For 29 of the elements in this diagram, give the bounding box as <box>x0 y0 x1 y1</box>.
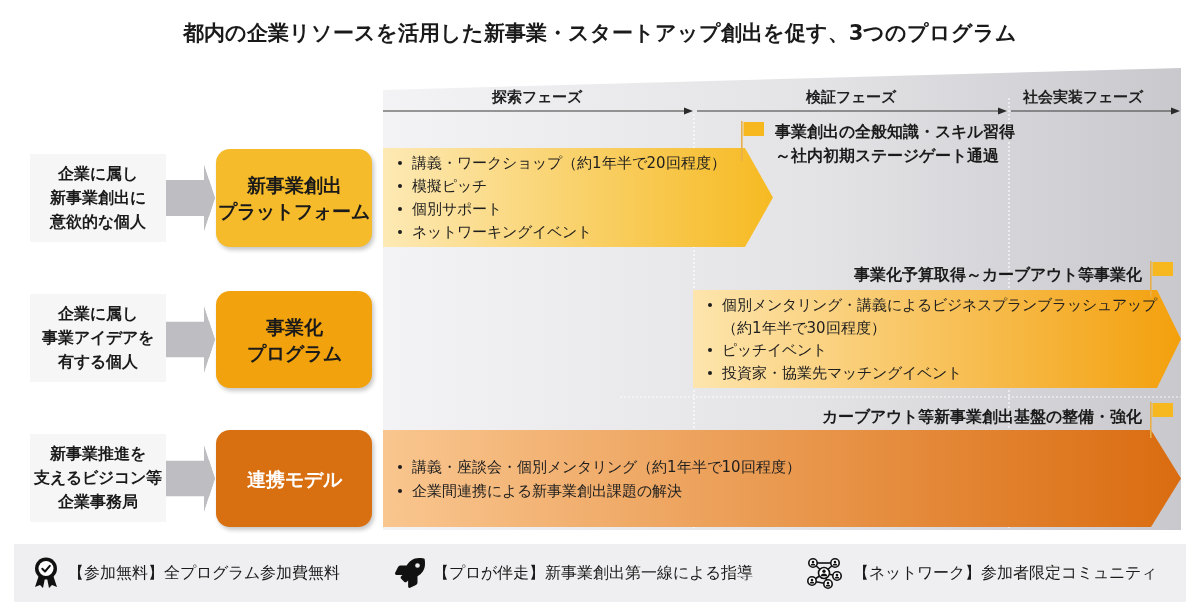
chevron-band <box>693 290 1181 388</box>
feature-text: 【プロが伴走】新事業創出第一線による指導 <box>433 562 753 584</box>
phase-label: 探索フェーズ <box>492 87 582 108</box>
bullet-item: 講義・座談会・個別メンタリング（約1年半で10回程度） <box>395 454 801 479</box>
audience-text: 企業に属し事業アイデアを有する個人 <box>30 294 166 382</box>
audience-text: 新事業推進を支えるビジコン等企業事務局 <box>30 434 166 522</box>
bullet-item: 模擬ピッチ <box>395 174 487 198</box>
bullet-item: 企業間連携による新事業創出課題の解決 <box>395 478 682 503</box>
chevron-band <box>383 430 1181 527</box>
milestone-text: 事業創出の全般知識・スキル習得～社内初期ステージゲート通過 <box>775 121 1015 167</box>
bullet-item: 投資家・協業先マッチングイベント <box>705 361 962 384</box>
feature-text: 【参加無料】全プログラム参加費無料 <box>68 562 340 584</box>
bullet-item: ネットワーキングイベント <box>395 220 592 244</box>
bullet-item: 講義・ワークショップ（約1年半で20回程度） <box>395 151 726 175</box>
program-box: 連携モデル <box>216 430 372 527</box>
milestone-text: カーブアウト等新事業創出基盤の整備・強化 <box>822 406 1142 428</box>
title: 都内の企業リソースを活用した新事業・スタートアップ創出を促す、3つのプログラム <box>182 20 1018 47</box>
feature-text: 【ネットワーク】参加者限定コミュニティ <box>853 562 1157 584</box>
bullet-item: 個別メンタリング・講義によるビジネスプランブラッシュアップ（約1年半で30回程度） <box>705 294 1157 339</box>
block-arrow <box>166 164 215 232</box>
program-box: 事業化プログラム <box>216 291 372 388</box>
phase-label: 検証フェーズ <box>806 87 896 108</box>
audience-text: 企業に属し新事業創出に意欲的な個人 <box>30 154 166 242</box>
bullet-item: ピッチイベント <box>705 339 827 362</box>
phase-label: 社会実装フェーズ <box>1023 87 1143 108</box>
program-box: 新事業創出プラットフォーム <box>216 149 372 247</box>
milestone-text: 事業化予算取得～カーブアウト等事業化 <box>854 264 1142 286</box>
bullet-item: 個別サポート <box>395 197 502 221</box>
chevron-band <box>383 148 773 247</box>
